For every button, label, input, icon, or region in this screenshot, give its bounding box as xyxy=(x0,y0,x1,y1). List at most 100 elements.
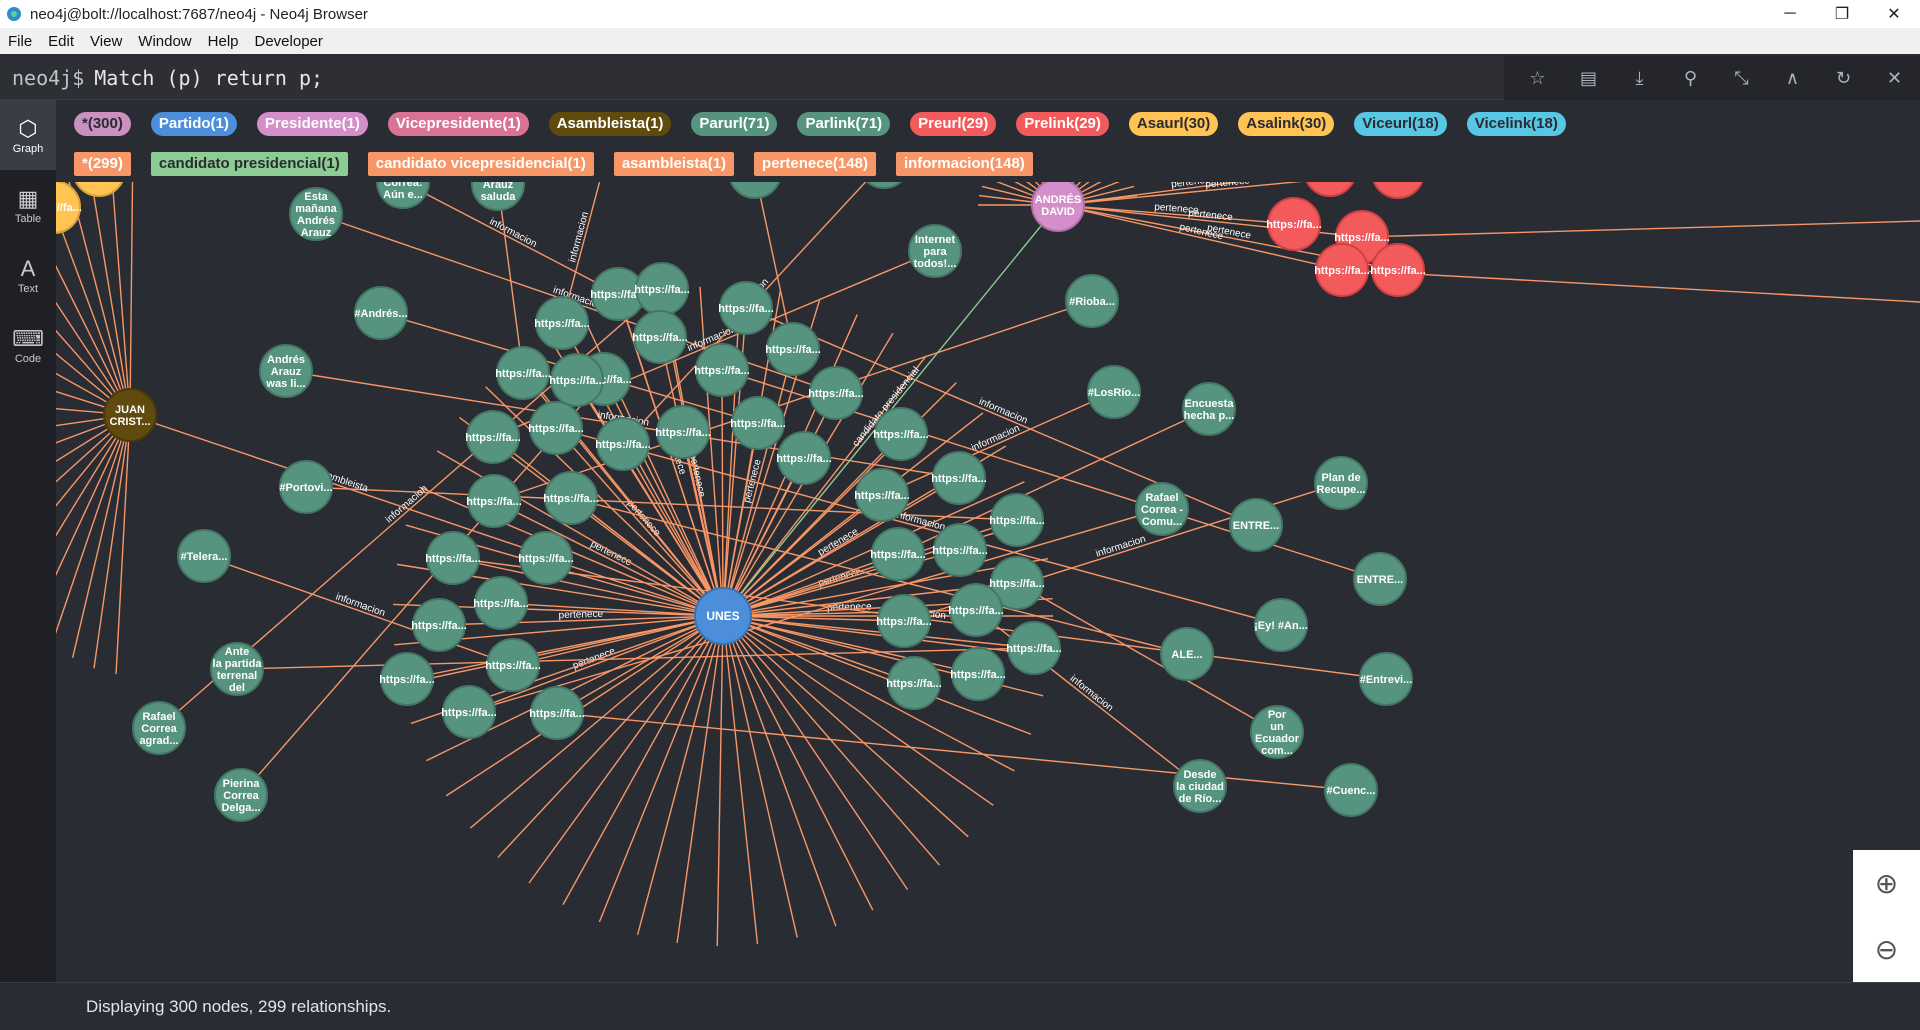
text-node[interactable]: #Telera... xyxy=(177,529,231,583)
relationship-edge[interactable] xyxy=(56,213,131,416)
relationship-edge[interactable] xyxy=(528,615,724,884)
node-label-pill[interactable]: Vicelink(18) xyxy=(1466,112,1566,136)
text-node[interactable]: #Andrés... xyxy=(354,286,408,340)
url-node[interactable]: https://fa... xyxy=(379,652,435,706)
relationship-edge[interactable] xyxy=(56,414,131,623)
text-node[interactable]: PorunEcuadorcom... xyxy=(1250,705,1304,759)
url-node[interactable]: https://fa... xyxy=(632,310,688,364)
relationship-edge[interactable] xyxy=(111,182,131,416)
relationship-edge[interactable] xyxy=(722,615,1032,735)
url-node[interactable]: https://fa... xyxy=(518,531,574,585)
asaurl-node[interactable]: https://fa... xyxy=(71,182,127,197)
preurl-node[interactable]: https://fa... xyxy=(1266,197,1322,251)
relationship-edge[interactable] xyxy=(1341,269,1920,303)
close-icon[interactable]: ✕ xyxy=(1886,67,1903,88)
url-node[interactable]: https://fa... xyxy=(931,451,987,505)
url-node[interactable]: https://fa... xyxy=(694,343,750,397)
text-node[interactable]: PierinaCorreaDelga... xyxy=(214,768,268,822)
node-label-pill[interactable]: Asaurl(30) xyxy=(1128,112,1219,136)
relationship-edge[interactable] xyxy=(71,414,131,658)
relationship-edge[interactable] xyxy=(56,414,131,599)
relationship-type-tag[interactable]: *(299) xyxy=(74,152,131,176)
relationship-edge[interactable] xyxy=(755,182,794,350)
relationship-edge[interactable] xyxy=(56,414,131,541)
node-label-pill[interactable]: Viceurl(18) xyxy=(1354,112,1447,136)
node-label-pill[interactable]: Parlink(71) xyxy=(797,112,891,136)
relationship-edge[interactable] xyxy=(676,615,724,943)
url-node[interactable]: https://fa... xyxy=(411,598,467,652)
save-icon[interactable]: ▤ xyxy=(1579,67,1597,88)
url-node[interactable]: https://fa... xyxy=(808,366,864,420)
relationship-edge[interactable] xyxy=(1361,220,1920,238)
preurl-node[interactable]: https://fa... xyxy=(1314,243,1370,297)
relationship-edge[interactable] xyxy=(497,615,724,858)
relationship-edge[interactable] xyxy=(56,297,131,416)
relationship-edge[interactable] xyxy=(1057,204,1295,225)
url-node[interactable]: https://fa... xyxy=(870,527,926,581)
relationship-edge[interactable] xyxy=(115,414,131,675)
maximize-button[interactable]: ❐ xyxy=(1834,6,1850,23)
url-node[interactable]: https://fa... xyxy=(876,594,932,648)
relationship-edge[interactable] xyxy=(468,508,1163,713)
url-node[interactable]: https://fa... xyxy=(485,638,541,692)
url-node[interactable]: https://fa... xyxy=(595,417,651,471)
relationship-edge[interactable] xyxy=(570,497,1188,655)
text-node[interactable]: #Entrevi... xyxy=(1359,652,1413,706)
relationship-edge[interactable] xyxy=(722,615,1015,772)
node-label-pill[interactable]: Partido(1) xyxy=(150,112,237,136)
relationship-edge[interactable] xyxy=(1057,204,1343,271)
relationship-edge[interactable] xyxy=(497,183,524,374)
relationship-edge[interactable] xyxy=(556,615,724,714)
relationship-edge[interactable] xyxy=(555,427,1282,626)
relationship-edge[interactable] xyxy=(56,414,131,473)
star-icon[interactable]: ☆ xyxy=(1529,67,1546,88)
relationship-edge[interactable] xyxy=(562,615,724,905)
relationship-edge[interactable] xyxy=(722,615,1035,649)
text-node[interactable]: #Portovi... xyxy=(279,460,333,514)
url-node[interactable]: https://fa... xyxy=(776,431,832,485)
relationship-type-tag[interactable]: informacion(148) xyxy=(895,152,1033,176)
text-node[interactable]: ¡Ey! #An... xyxy=(1254,598,1308,652)
text-node[interactable]: Internetparatodos!... xyxy=(908,224,962,278)
relationship-edge[interactable] xyxy=(56,330,131,416)
relationship-edge[interactable] xyxy=(722,615,837,927)
sidebar-item-code[interactable]: ⌨Code xyxy=(0,310,56,380)
url-node[interactable]: https://fa... xyxy=(989,493,1045,547)
url-node[interactable]: https://fa... xyxy=(534,296,590,350)
relationship-edge[interactable] xyxy=(722,615,909,890)
relationship-edge[interactable] xyxy=(56,414,131,508)
menu-edit[interactable]: Edit xyxy=(48,32,75,50)
collapse-icon[interactable]: ⤡ xyxy=(1734,67,1749,88)
url-node[interactable]: https://fa... xyxy=(465,410,521,464)
node-label-pill[interactable]: Vicepresidente(1) xyxy=(387,112,529,136)
relationship-edge[interactable] xyxy=(722,615,994,806)
zoom-in-icon[interactable]: ⊕ xyxy=(1874,867,1899,899)
relationship-edge[interactable] xyxy=(699,286,724,617)
relationship-edge[interactable] xyxy=(722,615,915,684)
url-node[interactable]: https://fa... xyxy=(989,556,1045,610)
url-node[interactable]: https://fa... xyxy=(932,523,988,577)
url-node[interactable]: https://fa... xyxy=(473,576,529,630)
relationship-edge[interactable] xyxy=(1057,182,1330,206)
relationship-edge[interactable] xyxy=(1057,182,1398,206)
url-node[interactable]: https://fa... xyxy=(441,685,497,739)
relationship-edge[interactable] xyxy=(975,609,1201,787)
url-node[interactable]: https://fa... xyxy=(529,686,585,740)
relationship-edge[interactable] xyxy=(236,647,1035,670)
relationship-edge[interactable] xyxy=(722,558,1049,617)
relationship-edge[interactable] xyxy=(722,615,969,838)
menu-view[interactable]: View xyxy=(90,32,123,50)
zoom-out-icon[interactable]: ⊖ xyxy=(1874,933,1899,965)
url-node[interactable]: https://fa... xyxy=(950,647,1006,701)
relationship-edge[interactable] xyxy=(445,615,724,797)
sidebar-item-table[interactable]: ▦Table xyxy=(0,170,56,240)
relationship-edge[interactable] xyxy=(493,500,724,617)
relationship-edge[interactable] xyxy=(89,182,131,416)
url-node[interactable]: https://fa... xyxy=(1006,621,1062,675)
relationship-edge[interactable] xyxy=(1016,582,1278,733)
relationship-edge[interactable] xyxy=(93,414,131,669)
